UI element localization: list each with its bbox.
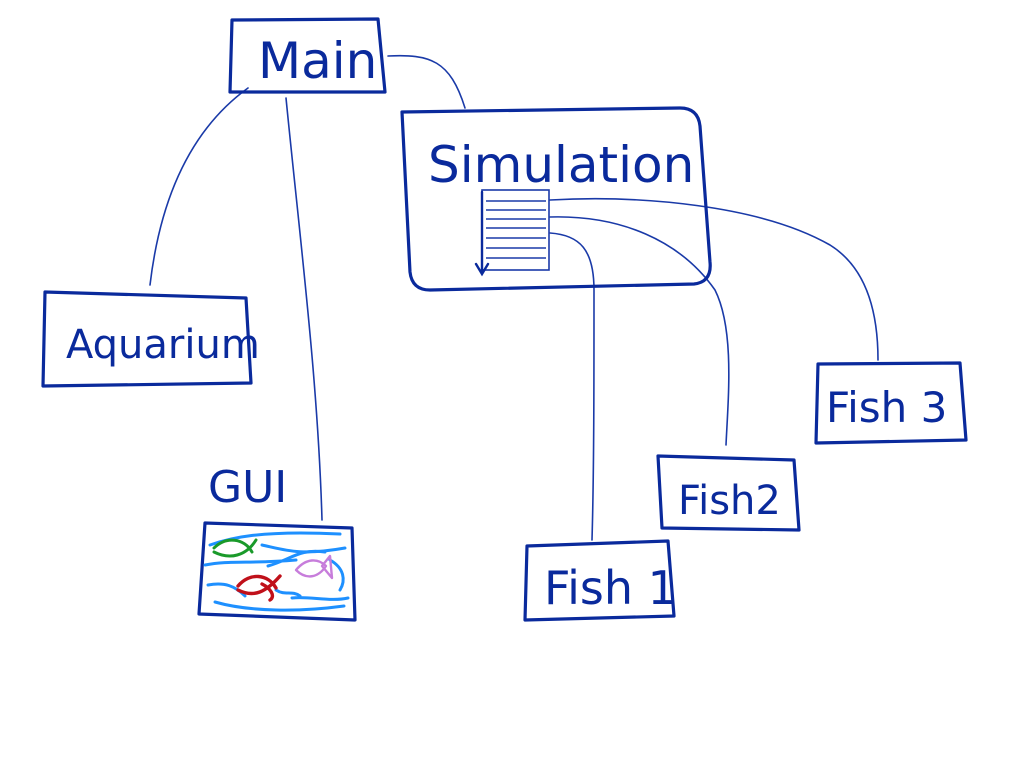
node-fish2: Fish2: [656, 454, 801, 532]
edge-simulation-fish2: [549, 216, 730, 446]
edge-main-gui: [285, 97, 323, 521]
node-fish3: Fish 3: [814, 361, 968, 445]
node-fish1-label: Fish 1: [544, 561, 677, 615]
connections: [149, 54, 879, 541]
node-main: Main: [228, 17, 387, 94]
edge-simulation-fish3: [549, 198, 879, 361]
node-aquarium-label: Aquarium: [66, 322, 260, 368]
node-fish2-label: Fish2: [678, 478, 781, 524]
node-fish3-label: Fish 3: [826, 383, 947, 432]
node-fish1: Fish 1: [523, 539, 677, 622]
node-main-label: Main: [258, 32, 377, 90]
node-gui-label: GUI: [208, 462, 287, 513]
edge-simulation-fish1: [549, 232, 595, 541]
node-aquarium: Aquarium: [41, 290, 260, 388]
node-gui: GUI: [197, 462, 357, 622]
node-simulation-label: Simulation: [428, 136, 694, 194]
edge-main-simulation: [387, 54, 466, 109]
edge-main-aquarium: [149, 87, 249, 286]
red-fish-icon: [236, 574, 282, 602]
violet-fish-icon: [294, 554, 334, 580]
node-simulation: Simulation: [400, 106, 712, 292]
water-strokes: [203, 531, 350, 612]
fish-list-icon: [474, 189, 550, 277]
green-fish-icon: [212, 538, 258, 558]
aquarium-preview: [197, 521, 357, 622]
